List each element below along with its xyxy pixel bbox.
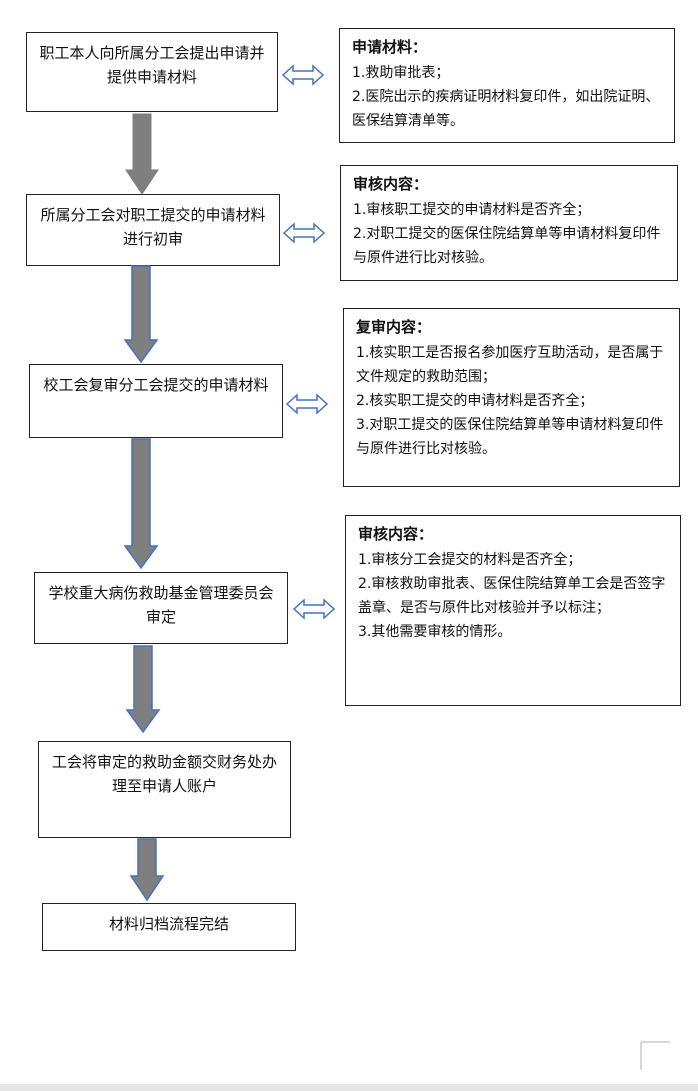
- down-arrow-1: [125, 113, 159, 195]
- step-5-text: 工会将审定的救助金额交财务处办理至申请人账户: [51, 753, 277, 795]
- double-arrow-3: [285, 393, 329, 415]
- note-4-line-3: 3.其他需要审核的情形。: [358, 624, 512, 640]
- step-5-box: 工会将审定的救助金额交财务处办理至申请人账户: [38, 741, 291, 838]
- step-1-text: 职工本人向所属分工会提出申请并提供申请材料: [39, 44, 265, 86]
- note-3-box: 复审内容： 1.核实职工是否报名参加医疗互助活动，是否属于文件规定的救助范围； …: [343, 308, 680, 487]
- note-2-box: 审核内容： 1.审核职工提交的申请材料是否齐全； 2.对职工提交的医保住院结算单…: [340, 165, 678, 281]
- step-2-box: 所属分工会对职工提交的申请材料进行初审: [26, 194, 280, 266]
- step-3-box: 校工会复审分工会提交的申请材料: [29, 364, 283, 438]
- note-1-box: 申请材料： 1.救助审批表； 2.医院出示的疾病证明材料复印件，如出院证明、医保…: [339, 28, 675, 143]
- note-1-title: 申请材料：: [352, 38, 428, 56]
- note-3-line-1: 1.核实职工是否报名参加医疗互助活动，是否属于文件规定的救助范围；: [356, 345, 664, 385]
- down-arrow-4: [125, 645, 161, 734]
- note-2-line-2: 2.对职工提交的医保住院结算单等申请材料复印件与原件进行比对核验。: [353, 226, 661, 266]
- page-corner-mark: [640, 1041, 670, 1070]
- step-4-box: 学校重大病伤救助基金管理委员会审定: [34, 572, 288, 644]
- down-arrow-5: [129, 838, 165, 902]
- note-4-line-2: 2.审核救助审批表、医保住院结算单工会是否签字盖章、是否与原件比对核验并予以标注…: [358, 576, 666, 616]
- note-2-title: 审核内容：: [353, 175, 429, 193]
- note-3-title: 复审内容：: [356, 318, 432, 336]
- step-1-box: 职工本人向所属分工会提出申请并提供申请材料: [26, 32, 278, 112]
- down-arrow-3: [123, 438, 159, 570]
- double-arrow-1: [281, 64, 325, 86]
- note-1-line-2: 2.医院出示的疾病证明材料复印件，如出院证明、医保结算清单等。: [352, 89, 660, 129]
- step-3-text: 校工会复审分工会提交的申请材料: [43, 376, 269, 394]
- step-2-text: 所属分工会对职工提交的申请材料进行初审: [40, 206, 266, 248]
- note-4-title: 审核内容：: [358, 525, 434, 543]
- note-4-box: 审核内容： 1.审核分工会提交的材料是否齐全； 2.审核救助审批表、医保住院结算…: [345, 515, 681, 706]
- step-6-box: 材料归档流程完结: [42, 903, 296, 951]
- note-2-line-1: 1.审核职工提交的申请材料是否齐全；: [353, 202, 591, 218]
- double-arrow-4: [292, 598, 336, 620]
- note-1-line-1: 1.救助审批表；: [352, 65, 450, 81]
- note-3-line-2: 2.核实职工提交的申请材料是否齐全；: [356, 393, 594, 409]
- page-bottom-edge: [0, 1084, 698, 1091]
- step-6-text: 材料归档流程完结: [108, 915, 229, 933]
- note-3-line-3: 3.对职工提交的医保住院结算单等申请材料复印件与原件进行比对核验。: [356, 417, 664, 457]
- double-arrow-2: [282, 222, 326, 244]
- note-4-line-1: 1.审核分工会提交的材料是否齐全；: [358, 552, 582, 568]
- step-4-text: 学校重大病伤救助基金管理委员会审定: [48, 584, 274, 626]
- down-arrow-2: [123, 265, 159, 364]
